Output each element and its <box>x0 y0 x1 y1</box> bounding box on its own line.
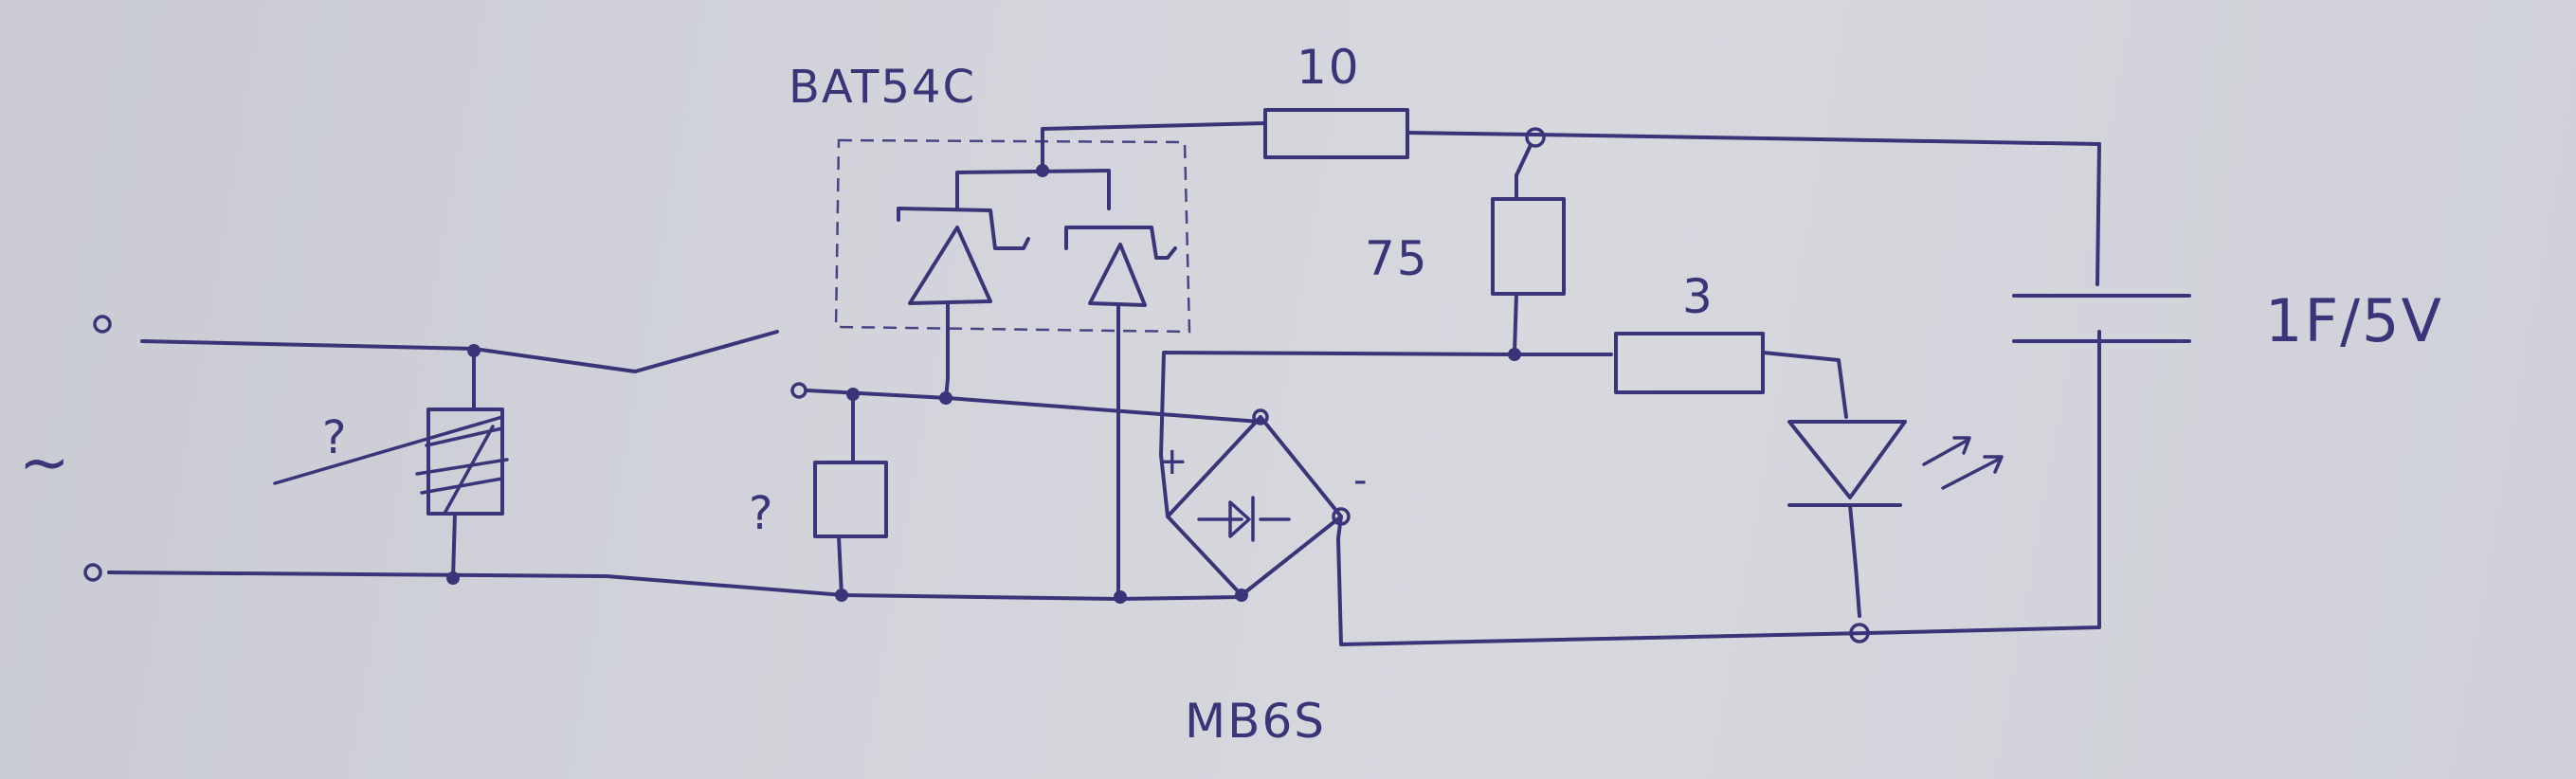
bridge-minus-label: - <box>1353 459 1369 502</box>
dc-terminal <box>790 382 807 399</box>
led <box>1761 351 2004 618</box>
input-line-top <box>140 339 637 373</box>
resistor-10-label: 10 <box>1297 40 1361 95</box>
bat54c-package-outline <box>834 138 1191 334</box>
top-line-left <box>1041 121 1267 139</box>
bridge-plus-line <box>1159 351 1613 518</box>
junction-node <box>1849 623 1870 643</box>
resistor-unknown <box>813 392 888 597</box>
capacitor <box>2012 142 2191 343</box>
resistor-10 <box>1263 108 1409 159</box>
resistor-75 <box>1491 143 1566 354</box>
bat54c-label: BAT54C <box>789 61 976 114</box>
resistor-3 <box>1614 332 1765 394</box>
capacitor-label: 1F/5V <box>2265 286 2443 355</box>
switch-blade <box>633 330 779 373</box>
ac-terminal-top <box>93 315 112 334</box>
resistor-3-label: 3 <box>1682 269 1714 324</box>
ac-terminal-bottom <box>83 563 102 582</box>
resistor-unknown-label: ? <box>749 487 774 540</box>
top-line-right <box>1406 131 2101 146</box>
ac-symbol-label: ~ <box>19 428 72 498</box>
junction-node <box>1525 127 1546 148</box>
varistor-label: ? <box>322 411 348 464</box>
mid-line <box>806 389 1262 424</box>
bottom-return-line <box>1336 330 2101 646</box>
varistor <box>273 349 509 580</box>
bridge-rectifier <box>1166 408 1351 597</box>
bridge-label: MB6S <box>1185 694 1326 749</box>
resistor-75-label: 75 <box>1365 231 1429 286</box>
input-line-bottom <box>107 571 1243 601</box>
bat54c-diode-pair <box>897 136 1177 599</box>
